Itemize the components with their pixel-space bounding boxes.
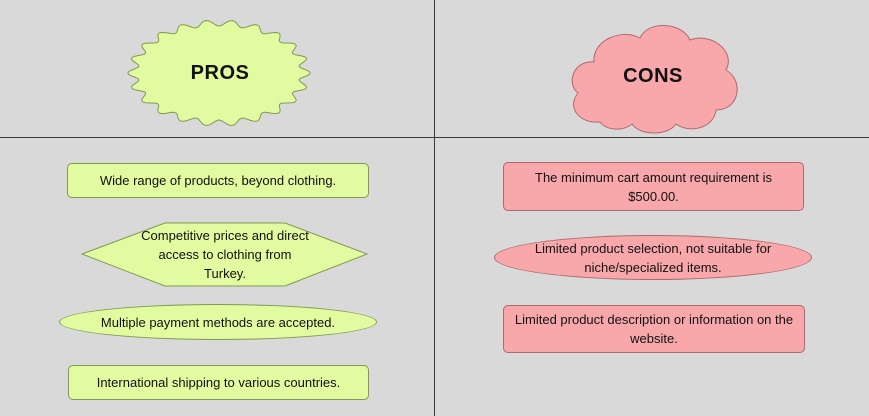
pros-item-4: International shipping to various countr… — [68, 365, 369, 400]
vertical-divider — [434, 0, 435, 416]
horizontal-divider — [0, 137, 869, 138]
pros-heading: PROS — [190, 62, 250, 84]
cons-item-2: Limited product selection, not suitable … — [494, 235, 812, 280]
cons-item-1: The minimum cart amount requirement is $… — [503, 162, 804, 211]
pros-item-1: Wide range of products, beyond clothing. — [67, 163, 369, 198]
pros-item-3: Multiple payment methods are accepted. — [59, 304, 377, 340]
cons-heading: CONS — [623, 65, 683, 87]
pros-item-2: Competitive prices and direct access to … — [141, 227, 309, 281]
cons-item-3: Limited product description or informati… — [503, 305, 805, 353]
